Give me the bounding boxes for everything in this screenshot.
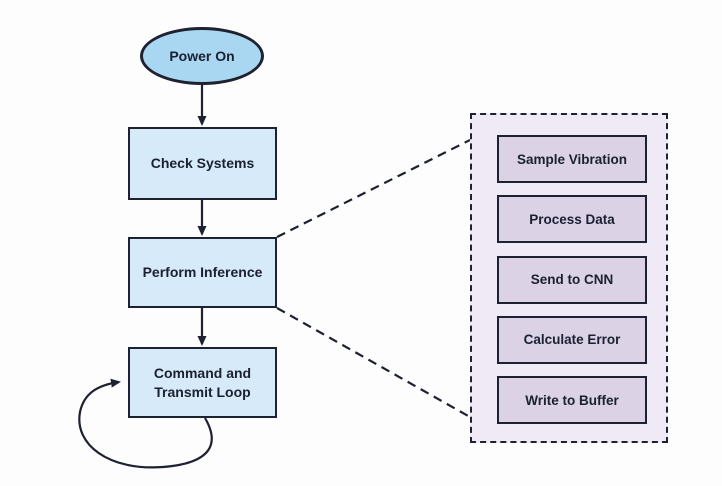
step-process-data: Process Data xyxy=(497,195,647,244)
dashed-connector-top xyxy=(276,139,471,238)
step-write-to-buffer-label: Write to Buffer xyxy=(525,392,619,408)
node-perform-inference-label: Perform Inference xyxy=(142,264,263,281)
step-send-to-cnn: Send to CNN xyxy=(497,255,647,304)
node-power-on: Power On xyxy=(140,27,264,85)
node-command-transmit-loop: Command and Transmit Loop xyxy=(128,347,277,418)
step-process-data-label: Process Data xyxy=(529,211,615,227)
step-write-to-buffer: Write to Buffer xyxy=(497,376,647,424)
step-sample-vibration: Sample Vibration xyxy=(497,135,647,183)
step-calculate-error: Calculate Error xyxy=(497,315,647,364)
step-calculate-error-label: Calculate Error xyxy=(523,332,621,348)
dashed-connector-bottom xyxy=(276,307,471,418)
node-command-transmit-loop-label: Command and Transmit Loop xyxy=(153,365,252,400)
node-power-on-label: Power On xyxy=(169,47,235,64)
step-sample-vibration-label: Sample Vibration xyxy=(516,151,628,167)
node-check-systems: Check Systems xyxy=(128,127,277,200)
step-send-to-cnn-label: Send to CNN xyxy=(530,272,614,287)
node-perform-inference: Perform Inference xyxy=(128,237,277,308)
inference-detail-panel: Sample Vibration Process Data Send to CN… xyxy=(470,113,668,443)
node-check-systems-label: Check Systems xyxy=(150,155,255,172)
